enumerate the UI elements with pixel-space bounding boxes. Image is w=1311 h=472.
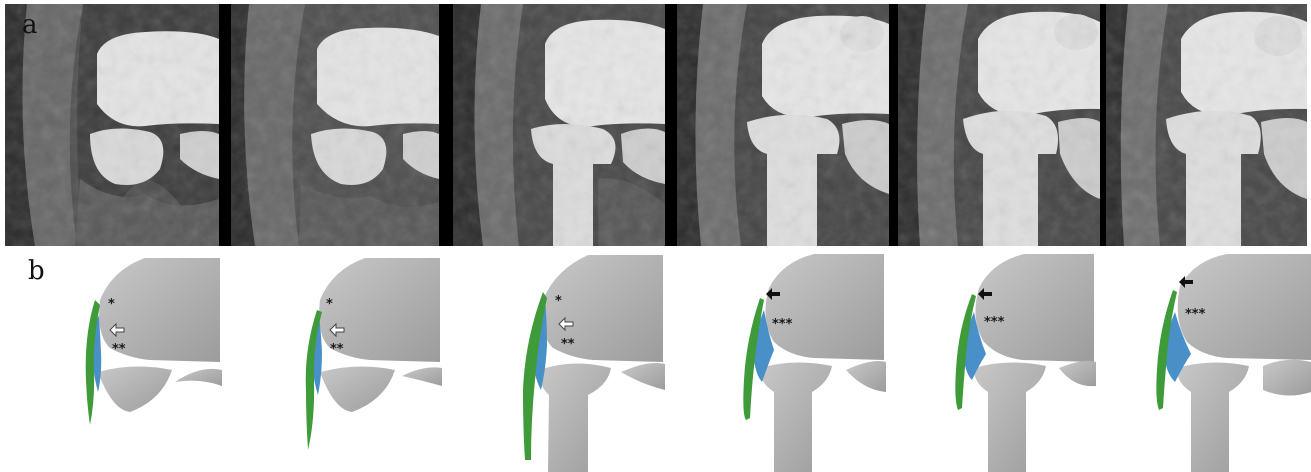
mark-triple-5: *** [984, 315, 1005, 330]
proximal-bone-3 [539, 363, 611, 472]
diagram-2: * ** [220, 250, 440, 472]
mark-double-1: ** [112, 342, 126, 357]
proximal-bone-5 [974, 362, 1046, 472]
mark-single-2: * [326, 297, 333, 312]
mark-triple-6: *** [1185, 307, 1206, 322]
mri-image-1 [5, 4, 219, 246]
mark-double-3: ** [561, 337, 575, 352]
mark-double-2: ** [330, 342, 344, 357]
lateral-bone-3 [621, 363, 665, 390]
mri-image-3 [453, 4, 665, 246]
panel-label-a: a [22, 12, 38, 38]
mark-single-3: * [555, 294, 562, 309]
proximal-bone-1 [98, 366, 172, 412]
mark-triple-4: *** [772, 317, 793, 332]
mark-single-1: * [108, 297, 115, 312]
diagram-row: * ** * ** [0, 250, 1311, 472]
mri-image-4 [677, 4, 889, 246]
mri-row [5, 4, 1307, 246]
mri-image-6 [1106, 4, 1307, 246]
mri-image-2 [231, 4, 439, 246]
proximal-bone-2 [320, 366, 395, 412]
diagram-5: *** [874, 250, 1094, 472]
distal-bone-4 [765, 254, 884, 360]
proximal-bone-6 [1177, 362, 1249, 472]
lateral-bone-1 [175, 369, 222, 386]
proximal-bone-4 [760, 362, 832, 472]
mri-image-5 [898, 4, 1100, 246]
diagram-6: *** [1077, 250, 1297, 472]
lateral-bone-6 [1263, 360, 1311, 396]
lateral-bone-2 [402, 367, 442, 386]
panel-label-b: b [28, 258, 45, 284]
diagram-4: *** [664, 250, 884, 472]
diagram-3: * ** [443, 250, 663, 472]
